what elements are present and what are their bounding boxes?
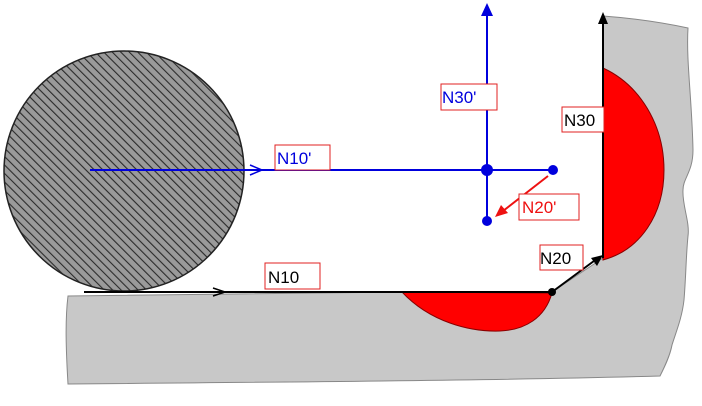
label-n30-prime: N30': [440, 83, 498, 111]
label-n10-prime: N10': [274, 144, 331, 171]
label-n30: N30: [561, 106, 605, 133]
label-n30-text: N30: [564, 111, 595, 130]
cut-region-bottom: [400, 291, 553, 332]
label-n30-prime-text: N30': [442, 88, 476, 107]
label-n20-prime: N20': [518, 193, 580, 221]
label-n20-text: N20: [540, 249, 571, 268]
label-n10-text: N10: [268, 268, 299, 287]
label-n20: N20: [539, 244, 584, 271]
label-n10: N10: [264, 262, 321, 290]
cut-region-corner: [602, 67, 665, 261]
label-n20-prime-text: N20': [522, 198, 556, 217]
programmed-path: [84, 12, 608, 297]
label-n10-prime-text: N10': [277, 149, 311, 168]
